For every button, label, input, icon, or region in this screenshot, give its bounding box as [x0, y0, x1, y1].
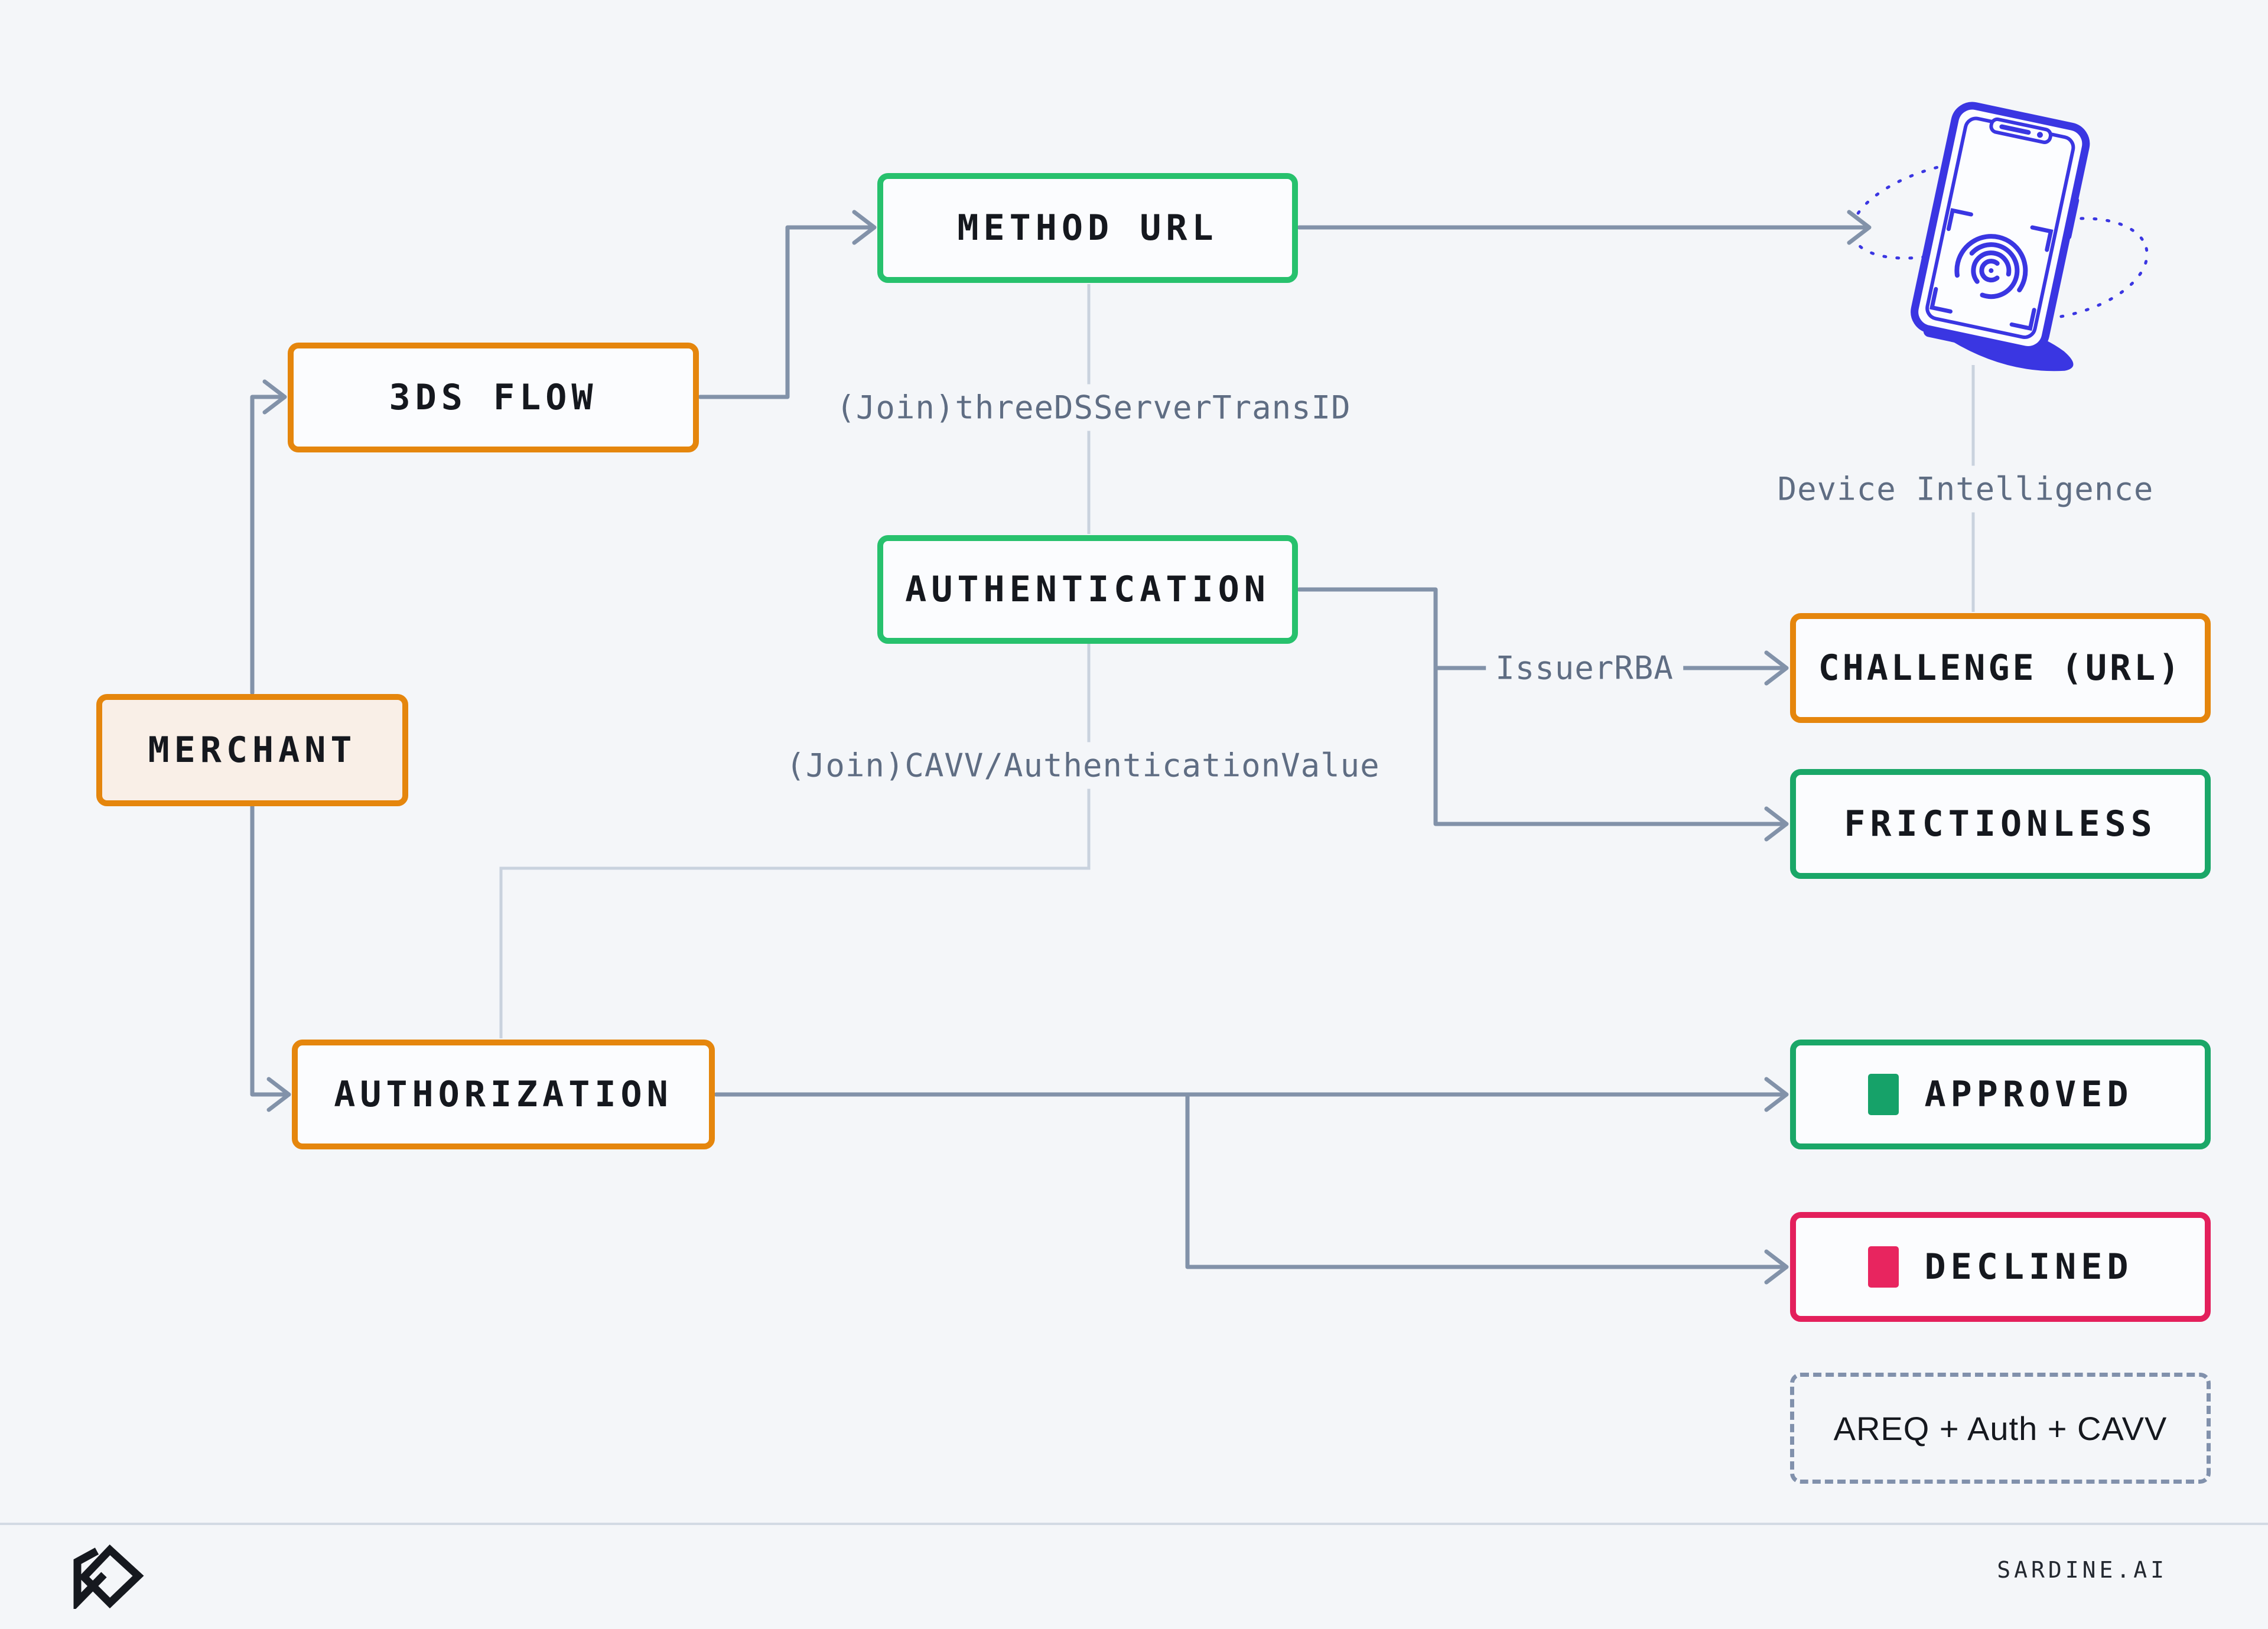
node-frictionless-label: FRICTIONLESS — [1844, 803, 2157, 845]
node-areq-auth-cavv-label: AREQ + Auth + CAVV — [1833, 1409, 2168, 1447]
arrowhead-into-methodurl — [852, 210, 877, 245]
footer-divider — [0, 1523, 2268, 1525]
node-method-url: METHOD URL — [877, 173, 1298, 283]
edge-cavv-authorization — [499, 644, 1091, 1038]
logo-tail — [73, 1547, 107, 1611]
arrowhead-into-3dsflow — [262, 379, 287, 415]
phone-camera-dot — [2036, 132, 2043, 138]
green-square-icon — [1867, 1074, 1899, 1115]
arrowhead-into-challenge — [1764, 650, 1789, 686]
node-frictionless: FRICTIONLESS — [1790, 769, 2211, 879]
logo-diamond — [78, 1544, 144, 1609]
node-approved: APPROVED — [1790, 1040, 2211, 1149]
node-declined: DECLINED — [1790, 1212, 2211, 1322]
node-3ds-flow: 3DS FLOW — [288, 343, 699, 452]
node-merchant-label: MERCHANT — [148, 729, 357, 771]
edge-label-device-intelligence: Device Intelligence — [1768, 465, 2163, 513]
phone-speaker — [1999, 124, 2031, 135]
edge-label-issuerrba: IssuerRBA — [1486, 644, 1683, 692]
node-authorization-label: AUTHORIZATION — [334, 1074, 673, 1115]
edge-authentication-frictionless — [1297, 587, 1784, 826]
edge-label-threedsservertransid: (Join)threeDSServerTransID — [826, 384, 1361, 431]
node-merchant: MERCHANT — [96, 694, 408, 806]
edge-merchant-authorization — [250, 803, 287, 1097]
node-authorization: AUTHORIZATION — [292, 1040, 715, 1149]
scan-corner-brackets — [1929, 208, 2054, 331]
node-challenge-url: CHALLENGE (URL) — [1790, 613, 2211, 723]
node-authentication-label: AUTHENTICATION — [905, 569, 1270, 610]
arrowhead-into-declined — [1764, 1249, 1789, 1285]
edge-label-cavv-authenticationvalue: (Join)CAVV/AuthenticationValue — [776, 742, 1390, 789]
node-approved-label: APPROVED — [1924, 1074, 2133, 1115]
edge-merchant-3dsflow — [250, 395, 282, 695]
node-method-url-label: METHOD URL — [957, 207, 1218, 249]
arrowhead-into-frictionless — [1764, 806, 1789, 842]
node-3ds-flow-label: 3DS FLOW — [389, 377, 598, 418]
arrowhead-into-phone — [1847, 210, 1872, 245]
arrowhead-into-authorization — [266, 1077, 291, 1112]
phone-body-group — [1911, 102, 2090, 372]
dark-connectors — [250, 210, 1872, 1285]
brand-wordmark: SARDINE.AI — [1997, 1557, 2168, 1583]
arrowhead-into-approved — [1764, 1077, 1789, 1112]
edge-3dsflow-methodurl — [698, 225, 872, 399]
device-fingerprint-phone-icon — [1850, 95, 2162, 378]
pink-square-icon — [1867, 1246, 1899, 1288]
node-authentication: AUTHENTICATION — [877, 535, 1298, 644]
sardine-fish-logo-icon — [70, 1544, 147, 1611]
node-challenge-url-label: CHALLENGE (URL) — [1818, 647, 2183, 689]
edge-authorization-declined — [1185, 1092, 1784, 1269]
node-areq-auth-cavv: AREQ + Auth + CAVV — [1790, 1373, 2211, 1484]
fingerprint-icon — [1954, 234, 2028, 308]
node-declined-label: DECLINED — [1924, 1246, 2133, 1288]
